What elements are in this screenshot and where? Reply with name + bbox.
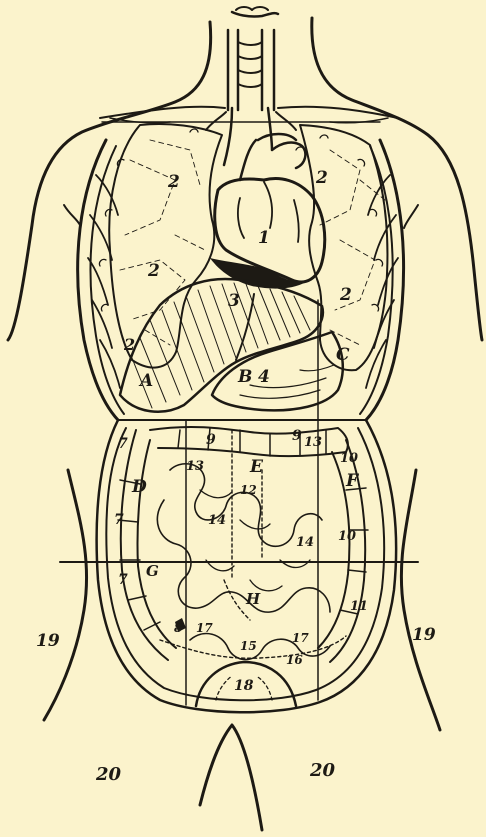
label-heart: 1	[258, 228, 270, 248]
label-region-e: E	[249, 457, 264, 477]
left-lung-texture	[120, 140, 385, 345]
label-intestine-13-right: 13	[304, 435, 322, 450]
label-lung-upper-right: 2	[315, 168, 328, 188]
label-bladder: 18	[234, 678, 254, 694]
aortic-arch	[240, 134, 296, 180]
label-lung-mid-right: 2	[339, 285, 352, 305]
label-thigh-right: 20	[309, 760, 336, 781]
descending-colon-inner	[318, 452, 349, 648]
label-sigmoid: 11	[350, 599, 368, 614]
label-stomach: 4	[258, 367, 270, 387]
colon	[118, 427, 368, 662]
intestine-coil-1	[170, 464, 322, 547]
left-ribs	[88, 175, 120, 388]
stomach-shading	[240, 365, 334, 398]
left-shoulder-outline	[8, 22, 211, 340]
label-region-b: B	[237, 367, 252, 387]
larynx-top	[232, 12, 278, 17]
heart-and-vessels	[210, 108, 325, 289]
label-intestine-14-right: 14	[296, 535, 314, 550]
ascending-colon-inner	[138, 440, 177, 648]
label-intestine-14-left: 14	[208, 513, 226, 528]
right-shoulder-outline	[312, 18, 482, 340]
label-appendix: 8	[174, 621, 183, 635]
label-region-f: F	[345, 471, 360, 491]
tracheal-rings	[238, 42, 262, 87]
trachea-walls	[228, 30, 274, 110]
crotch-outline	[200, 725, 262, 830]
label-region-c: C	[336, 345, 350, 365]
label-lung-mid-left: 2	[147, 261, 160, 281]
body-outline	[8, 18, 482, 830]
label-transverse-colon-left: 9	[206, 432, 216, 448]
intestine-folds	[200, 490, 310, 591]
label-transverse-colon-right: 9	[292, 428, 302, 444]
label-hip-right: 19	[412, 625, 436, 645]
label-thigh-left: 20	[95, 764, 122, 785]
label-region-d: D	[131, 477, 147, 497]
larynx-notch	[236, 7, 268, 10]
right-arm-fold	[404, 205, 418, 228]
intestine-coil-3	[190, 634, 330, 660]
label-intestine-12: 12	[240, 483, 257, 497]
label-colon-right-2: 10	[338, 529, 356, 544]
label-intestine-17-left: 17	[196, 621, 213, 635]
label-intestine-16: 16	[286, 653, 303, 667]
stomach	[212, 332, 343, 410]
left-arm-fold	[64, 205, 80, 225]
trachea	[206, 7, 296, 130]
left-lung	[109, 124, 222, 368]
label-region-a: A	[138, 371, 153, 391]
label-region-g: G	[146, 562, 159, 580]
label-hip-left: 19	[36, 631, 60, 651]
left-waist-outline	[44, 470, 87, 720]
label-intestine-13-left: 13	[186, 459, 204, 474]
right-waist-outline	[401, 470, 440, 730]
label-colon-left-1: 7	[118, 436, 128, 452]
label-lung-upper-left: 2	[167, 172, 180, 192]
label-colon-left-2: 7	[114, 512, 124, 528]
label-intestine-17-right: 17	[292, 631, 309, 645]
label-colon-left-3: 7	[118, 572, 128, 588]
label-liver: 3	[228, 291, 240, 311]
label-colon-right-1: 10	[340, 451, 358, 466]
bronchi	[206, 112, 296, 130]
label-region-h: H	[245, 590, 261, 608]
label-lung-low-left: 2	[123, 335, 135, 354]
label-intestine-15: 15	[240, 639, 257, 653]
right-ribcage-inner	[360, 146, 393, 414]
intestine-coil-2	[157, 500, 330, 612]
left-ribcage-inner	[90, 146, 124, 414]
